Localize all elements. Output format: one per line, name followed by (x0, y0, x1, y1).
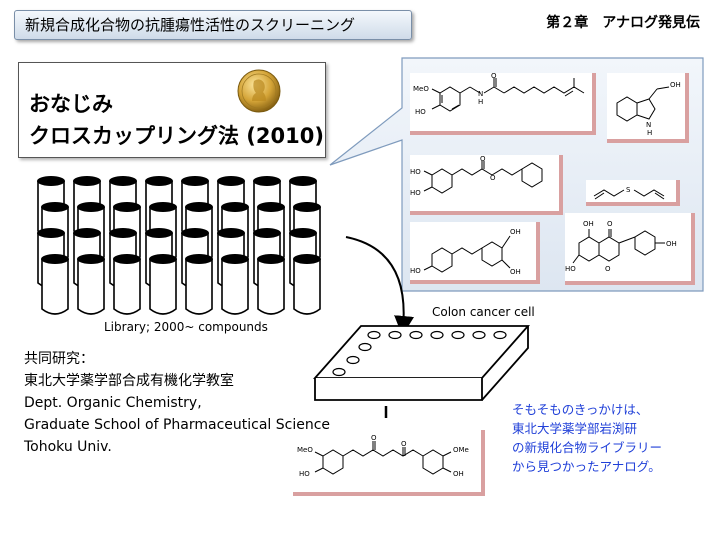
chapter-label: 第２章 アナログ発見伝 (546, 15, 700, 31)
library-caption: Library; 2000~ compounds (104, 320, 268, 334)
label-meo: MeO (297, 446, 313, 454)
label-oh-bottom: OH (510, 268, 521, 276)
note-line-4: から見つかったアナログ。 (512, 459, 661, 474)
library-tube (293, 254, 321, 315)
note-line-2: 東北大学薬学部岩渕研 (512, 421, 638, 436)
structure-card-resveratrol: OH HO OH (410, 222, 540, 284)
collab-line-3: Dept. Organic Chemistry, (24, 395, 202, 411)
screening-arrow (345, 236, 415, 336)
label-ome: OMe (453, 446, 469, 454)
label-oh: OH (453, 470, 464, 478)
structure-card-caffeate: HO HO O O (410, 155, 563, 215)
label-ho-2: HO (410, 189, 421, 197)
structure-card-indole: OH N H (607, 73, 689, 143)
label-n: N (646, 121, 651, 129)
label-meo: MeO (413, 85, 429, 93)
library-tube (221, 254, 249, 315)
label-h: H (647, 129, 652, 137)
label-ho-7: HO (565, 265, 576, 273)
nobel-callout-box: おなじみ クロスカップリング法 (2010) (18, 62, 326, 158)
label-o: O (491, 73, 497, 80)
label-o-1: O (480, 155, 486, 163)
label-oh-top: OH (510, 228, 521, 236)
collab-line-4: Graduate School of Pharmaceutical Scienc… (24, 417, 331, 433)
origin-note: そもそものきっかけは、 東北大学薬学部岩渕研 の新規化合物ライブラリー から見つ… (512, 400, 662, 476)
library-tube (113, 254, 141, 315)
label-s: S (626, 186, 631, 194)
library-tube (41, 254, 69, 315)
label-ho: HO (415, 108, 426, 116)
slide-title-banner: 新規合成化合物の抗腫瘍性活性のスクリーニング (14, 10, 412, 40)
label-o-2: O (401, 440, 407, 448)
note-line-3: の新規化合物ライブラリー (512, 440, 663, 455)
library-tube (257, 254, 285, 315)
plate-caption: Colon cancer cell (432, 305, 535, 319)
collab-line-5: Tohoku Univ. (24, 439, 112, 455)
label-o-2: O (490, 174, 496, 182)
collaboration-block: 共同研究： 東北大学薬学部合成有機化学教室 Dept. Organic Chem… (24, 348, 330, 458)
collab-line-1: 共同研究： (24, 351, 94, 367)
label-o-1: O (371, 434, 377, 442)
label-o-ketone: O (607, 220, 613, 228)
label-h: H (478, 98, 483, 106)
note-line-1: そもそものきっかけは、 (512, 402, 649, 417)
library-tube (185, 254, 213, 315)
structure-card-isoflavone: OH O OH HO O (565, 213, 695, 285)
label-ho: HO (410, 267, 421, 275)
structure-card-curcumin: MeO HO O O OMe OH (293, 430, 485, 496)
label-o-ring: O (605, 265, 611, 273)
structure-card-sulfide: S (586, 180, 680, 206)
label-ho-1: HO (410, 168, 421, 176)
structure-card-capsaicin: MeO HO H N O (410, 72, 596, 135)
label-oh-4: OH (666, 240, 677, 248)
library-tube (77, 254, 105, 315)
label-oh: OH (670, 81, 681, 89)
label-oh-5: OH (583, 220, 594, 228)
nobel-line-2: クロスカップリング法 (2010) (29, 124, 324, 148)
label-ho: HO (299, 470, 310, 478)
collab-line-2: 東北大学薬学部合成有機化学教室 (24, 373, 234, 389)
nobel-medal-icon (237, 69, 281, 113)
well-plate-icon (313, 325, 530, 401)
library-tubes (37, 176, 321, 315)
nobel-line-1: おなじみ (29, 92, 113, 116)
library-tube (149, 254, 177, 315)
label-n: N (478, 90, 483, 98)
